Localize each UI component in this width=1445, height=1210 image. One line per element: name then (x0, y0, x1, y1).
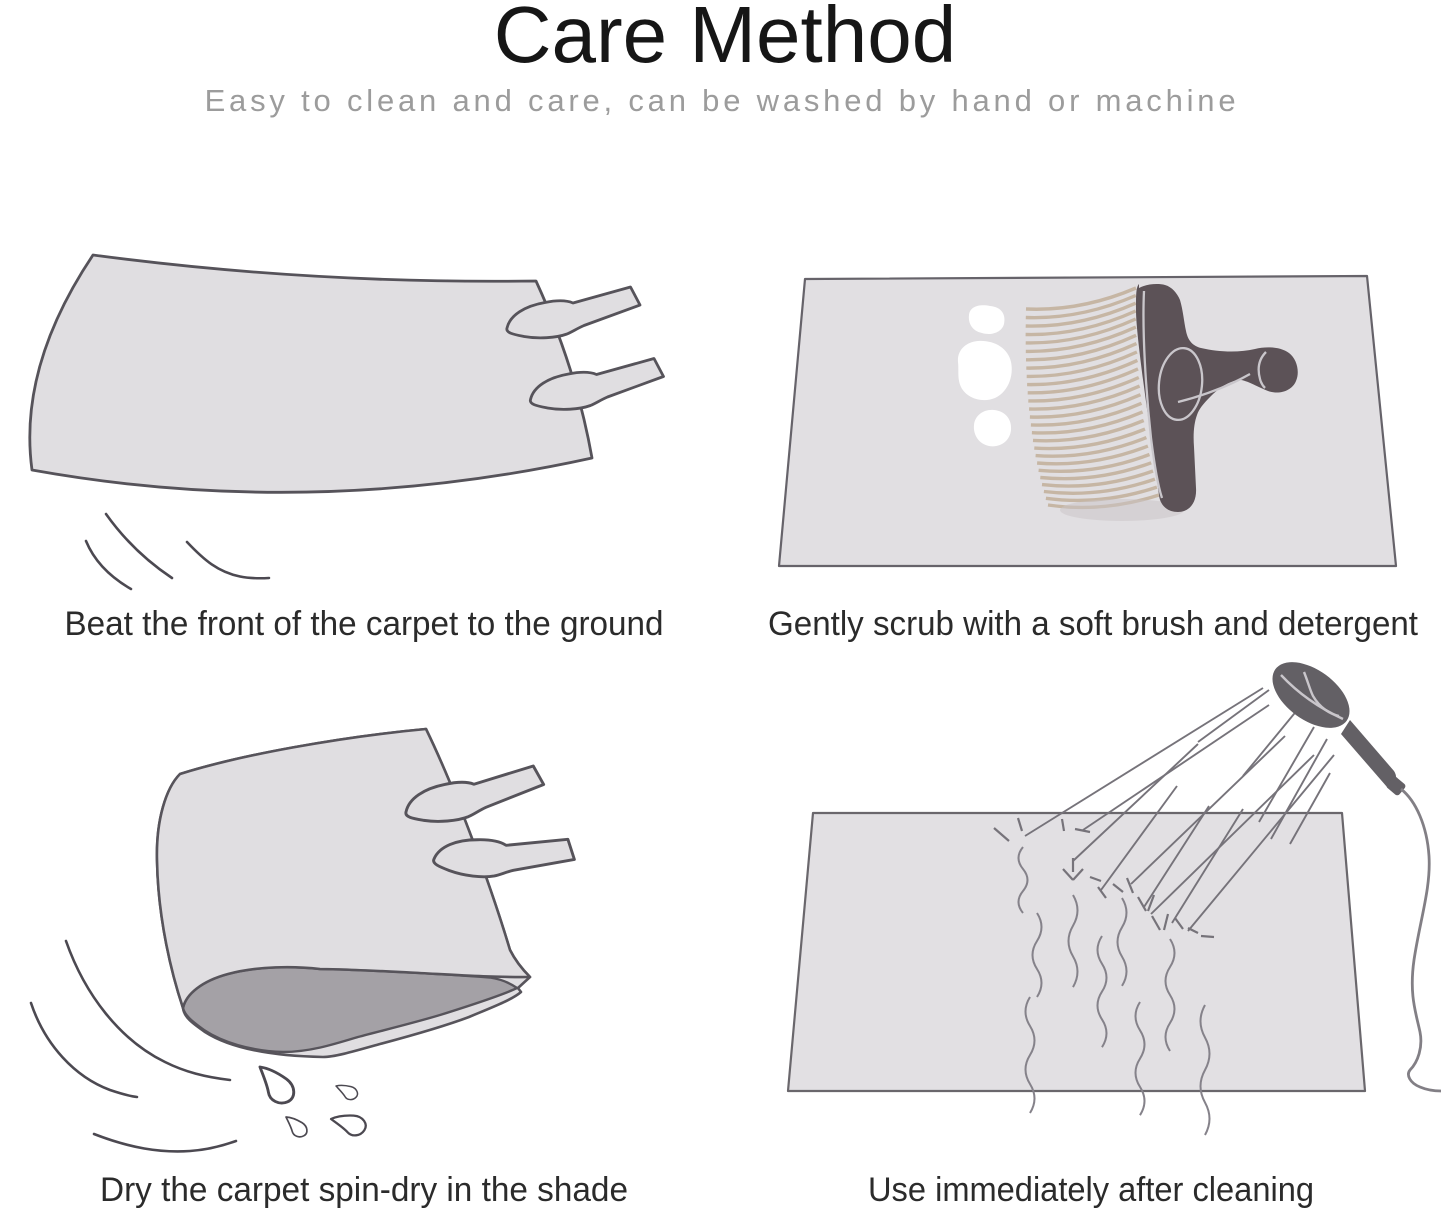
svg-text:Gently scrub with a soft brush: Gently scrub with a soft brush and deter… (768, 605, 1419, 643)
svg-text:Beat the front of the carpet t: Beat the front of the carpet to the grou… (65, 605, 664, 643)
svg-text:Use immediately after cleaning: Use immediately after cleaning (868, 1171, 1314, 1209)
svg-text:Care Method: Care Method (494, 0, 956, 79)
svg-text:Dry the carpet spin-dry in the: Dry the carpet spin-dry in the shade (100, 1171, 628, 1209)
svg-text:Easy to clean and care, can be: Easy to clean and care, can be washed by… (205, 83, 1240, 118)
